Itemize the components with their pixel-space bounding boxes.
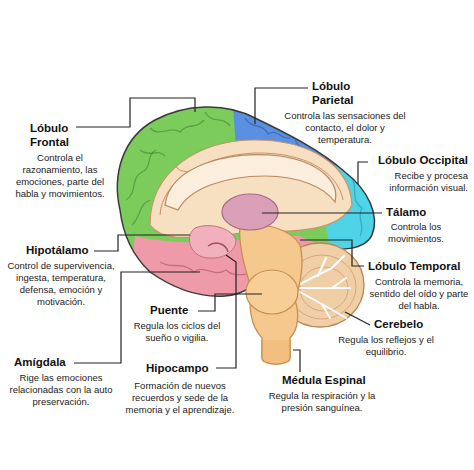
part-name: Hipotálamo	[26, 244, 89, 258]
leader-line	[345, 312, 370, 325]
part-name: Amígdala	[14, 356, 66, 370]
part-description: Recibe y procesa información visual.	[372, 170, 468, 194]
part-name: Lóbulo Temporal	[368, 260, 460, 274]
part-description: Controla las sensaciones del contacto, e…	[280, 110, 410, 146]
part-description: Regula los reflejos y el equilibrio.	[336, 334, 436, 358]
medial-cortex	[150, 140, 352, 238]
leader-line	[94, 235, 190, 251]
leader-line	[300, 240, 364, 266]
gyrus-line	[150, 120, 204, 132]
part-name: Lóbulo Frontal	[30, 122, 90, 150]
part-description: Formación de nuevos recuerdos y sede de …	[124, 380, 236, 416]
part-name: Cerebelo	[374, 318, 423, 332]
arbor-branch	[300, 287, 350, 289]
pons-shape	[246, 270, 298, 314]
part-description: Controla la memoria, sentido del oído y …	[368, 276, 470, 312]
arbor-branch	[332, 278, 346, 288]
part-name: Tálamo	[386, 206, 426, 220]
gyrus-line	[140, 150, 165, 156]
leader-line	[216, 255, 236, 368]
part-description: Regula la respiración y la presión sangu…	[256, 390, 388, 414]
hypothalamus-shape	[189, 226, 236, 258]
arbor-branch	[296, 256, 344, 286]
leader-line	[198, 294, 262, 311]
part-name: Lóbulo Parietal	[312, 80, 374, 108]
part-description: Controla el razonamiento, las emociones,…	[8, 152, 112, 200]
gyrus-line	[132, 200, 150, 225]
leader-line	[293, 350, 300, 372]
hippocampus-shape	[208, 243, 228, 252]
leader-line	[358, 162, 368, 184]
arbor-branch	[300, 292, 346, 318]
part-name: Puente	[150, 304, 188, 318]
thalamus-shape	[222, 194, 278, 230]
gyrus-line	[245, 118, 290, 138]
arbor-branch	[322, 304, 330, 318]
spinal-cord-shape	[262, 340, 290, 364]
part-name: Lóbulo Occipital	[378, 154, 468, 168]
arbor-branch	[318, 258, 326, 276]
part-description: Controla los movimientos.	[376, 221, 456, 245]
part-name: Hipocampo	[146, 362, 209, 376]
part-name: Médula Espinal	[282, 374, 366, 388]
part-description: Rige las emociones relacionadas con la a…	[6, 372, 116, 408]
arbor-vitae	[296, 256, 350, 318]
gyrus-line	[160, 262, 258, 276]
gyrus-line	[205, 112, 230, 126]
gyri-lines	[160, 262, 258, 276]
gyrus-line	[126, 150, 156, 200]
leader-line	[262, 212, 382, 213]
part-description: Regula los ciclos del sueño o vigilia.	[128, 320, 226, 344]
part-description: Control de supervivencia, ingesta, tempe…	[6, 260, 116, 308]
leader-line	[76, 98, 195, 127]
